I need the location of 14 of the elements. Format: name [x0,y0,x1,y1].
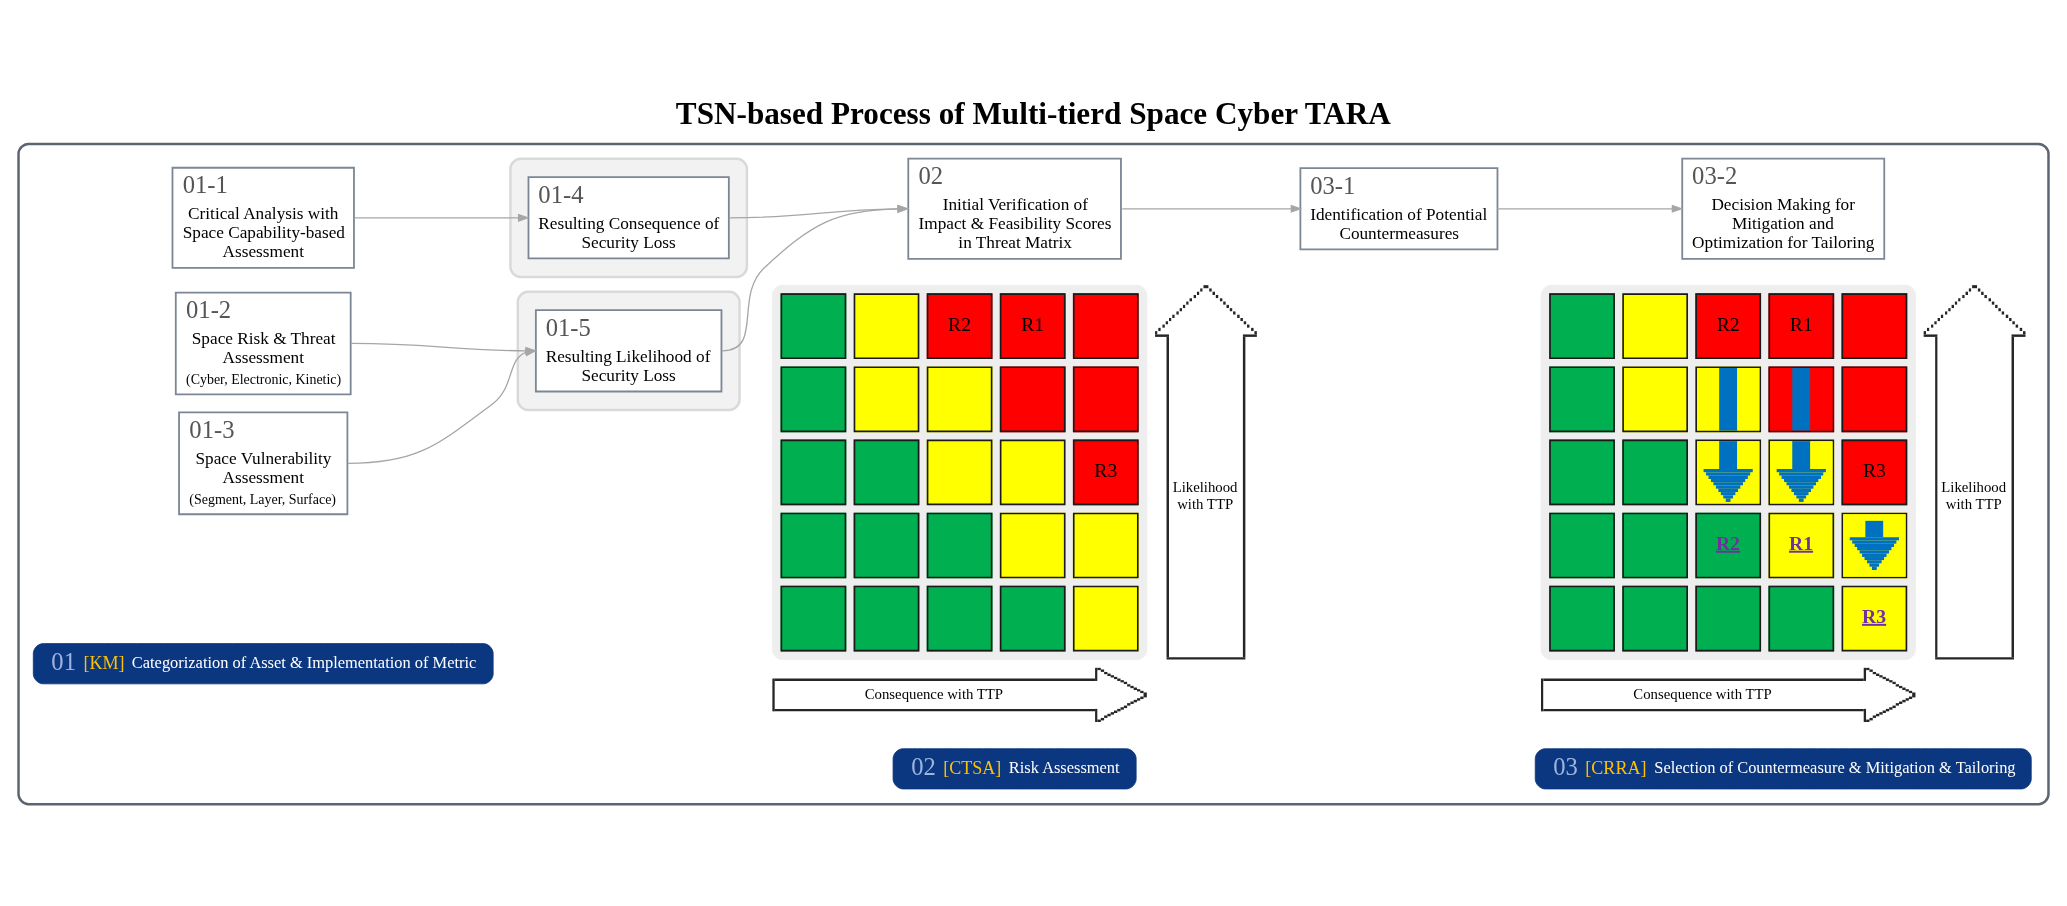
diagram-title: TSN-based Process of Multi-tierd Space Cyber TARA [675,95,1391,131]
label: Consequence with TTP [864,685,1004,702]
label: R2 [948,312,972,335]
label: Consequence with TTP [1633,685,1772,702]
label: R3 [1094,458,1118,481]
label: R1 [1021,312,1045,335]
label: Likelihood with TTP [1172,478,1238,512]
label: R2 [1715,531,1740,554]
label: R1 [1788,531,1814,554]
label: R3 [1862,604,1887,627]
label: R1 [1789,312,1813,335]
label: Likelihood with TTP [1941,478,2007,512]
label: R2 [1716,312,1740,335]
label: R3 [1862,458,1886,481]
